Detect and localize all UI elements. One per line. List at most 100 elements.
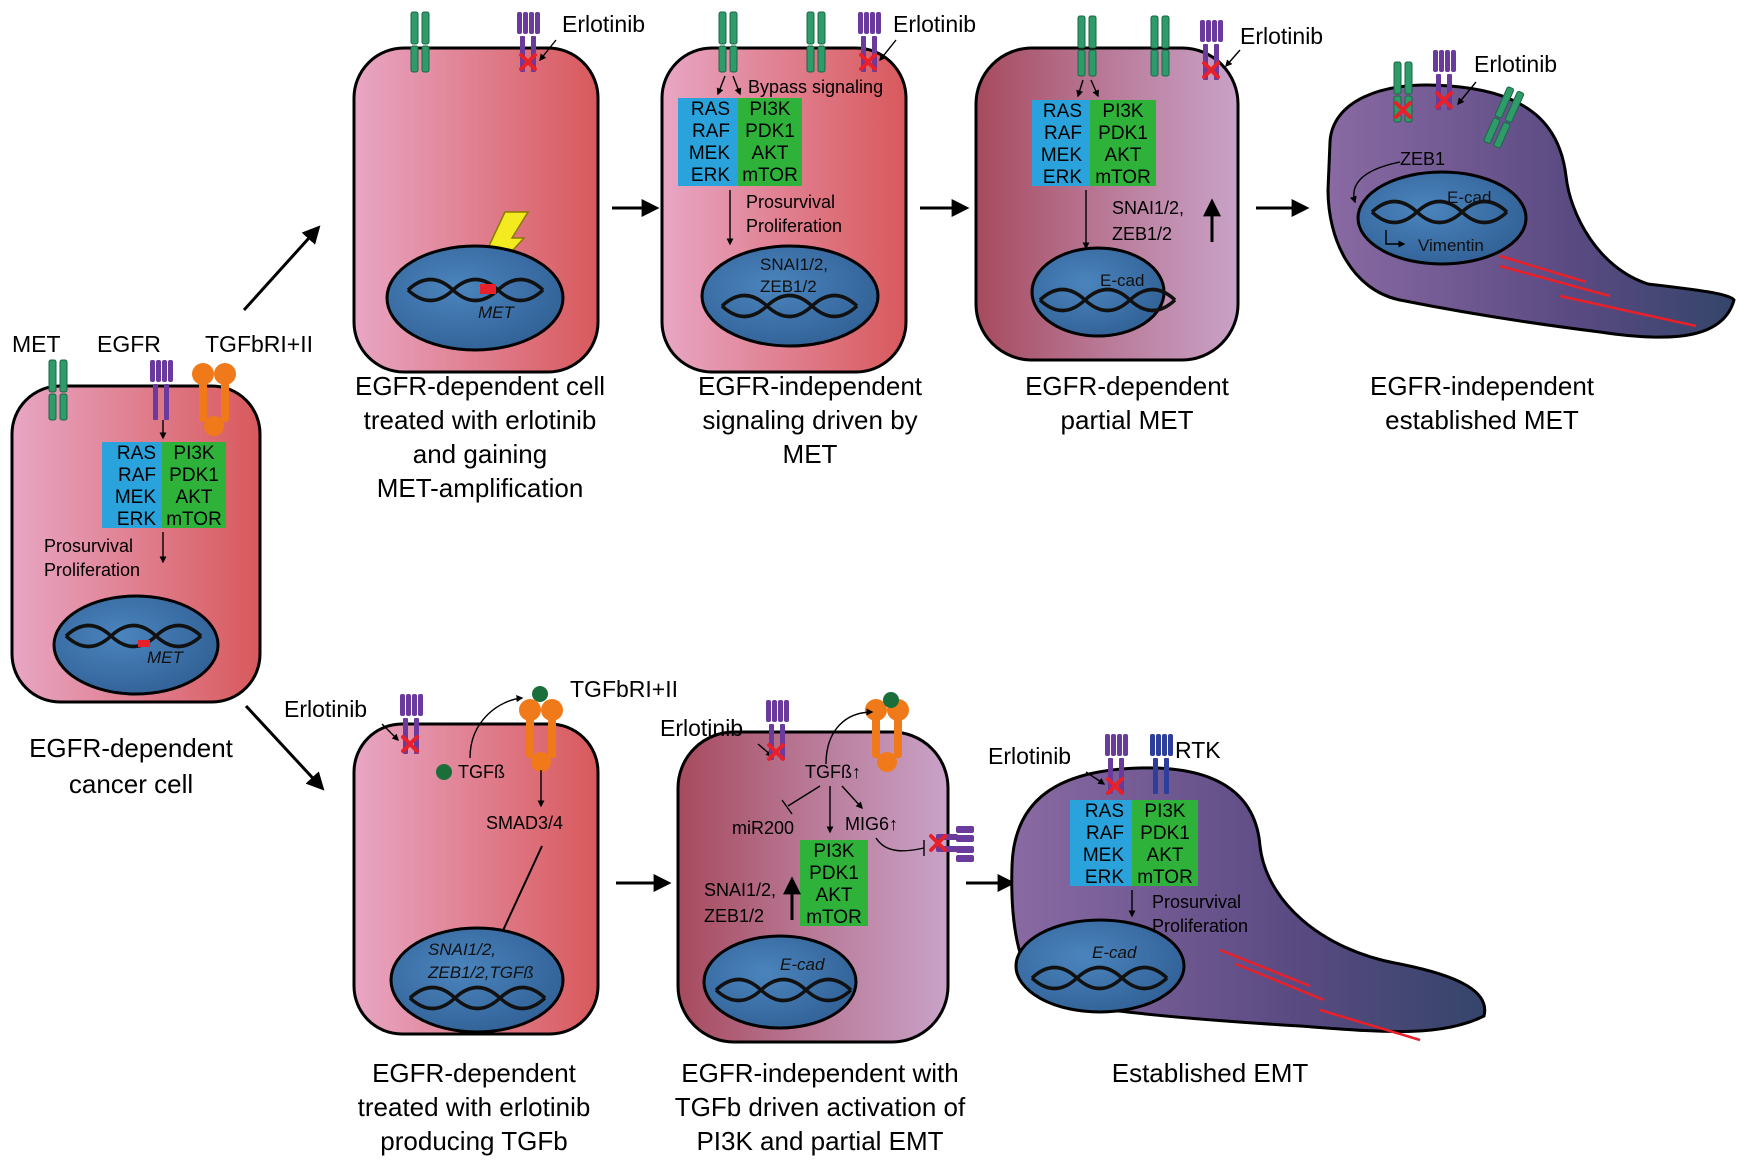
tgfb-ligand-icon bbox=[532, 686, 548, 702]
svg-text:mTOR: mTOR bbox=[1095, 167, 1151, 188]
svg-text:SNAI1/2,: SNAI1/2, bbox=[760, 255, 828, 274]
svg-text:RAS: RAS bbox=[1043, 101, 1082, 122]
svg-text:PI3K: PI3K bbox=[1102, 101, 1144, 122]
svg-text:ERK: ERK bbox=[1085, 867, 1124, 888]
svg-text:ERK: ERK bbox=[1043, 167, 1082, 188]
svg-text:Vimentin: Vimentin bbox=[1418, 236, 1484, 255]
svg-text:TGFb driven activation of: TGFb driven activation of bbox=[675, 1092, 966, 1122]
svg-text:Proliferation: Proliferation bbox=[44, 560, 140, 580]
nucleus: SNAI1/2, ZEB1/2 bbox=[700, 244, 880, 348]
svg-text:TGFß↑: TGFß↑ bbox=[805, 762, 861, 782]
tgfb-ligand-icon bbox=[883, 692, 899, 708]
svg-text:mTOR: mTOR bbox=[806, 907, 862, 928]
pi3k-stack: PI3K PDK1 AKT mTOR bbox=[1090, 100, 1156, 188]
svg-text:partial MET: partial MET bbox=[1061, 405, 1194, 435]
origin-cell: MET EGFR TGFbRI+II RAS RAF MEK ERK PI3K … bbox=[10, 331, 313, 799]
svg-text:PDK1: PDK1 bbox=[169, 465, 219, 486]
svg-text:MET-amplification: MET-amplification bbox=[377, 473, 584, 503]
ras-stack: RAS RAF MEK ERK bbox=[1070, 800, 1132, 888]
pi3k-stack: PI3K PDK1 AKT mTOR bbox=[738, 98, 802, 186]
svg-text:PI3K: PI3K bbox=[749, 99, 791, 120]
svg-text:E-cad: E-cad bbox=[1100, 271, 1144, 290]
svg-text:ZEB1/2: ZEB1/2 bbox=[760, 277, 817, 296]
pi3k-stack: PI3K PDK1 AKT mTOR bbox=[1132, 800, 1198, 888]
svg-text:RAS: RAS bbox=[1085, 801, 1124, 822]
svg-text:PI3K: PI3K bbox=[1144, 801, 1186, 822]
svg-text:PI3K and partial EMT: PI3K and partial EMT bbox=[696, 1126, 943, 1156]
svg-text:Proliferation: Proliferation bbox=[746, 216, 842, 236]
svg-text:SMAD3/4: SMAD3/4 bbox=[486, 813, 563, 833]
svg-text:EGFR-independent: EGFR-independent bbox=[698, 371, 923, 401]
svg-text:PDK1: PDK1 bbox=[745, 121, 795, 142]
nucleus: MET bbox=[52, 594, 220, 696]
svg-text:Proliferation: Proliferation bbox=[1152, 916, 1248, 936]
svg-text:E-cad: E-cad bbox=[780, 955, 825, 974]
svg-text:Bypass signaling: Bypass signaling bbox=[748, 77, 883, 97]
ras-stack: RAS RAF MEK ERK bbox=[678, 98, 738, 186]
svg-text:RAS: RAS bbox=[117, 443, 156, 464]
svg-text:MEK: MEK bbox=[1041, 145, 1083, 166]
top-cell-4: Erlotinib ZEB1 E-cad Vimentin EGFR-indep… bbox=[1326, 50, 1736, 435]
tgfb-ligand-icon bbox=[436, 764, 452, 780]
svg-text:Erlotinib: Erlotinib bbox=[893, 11, 976, 37]
svg-text:mTOR: mTOR bbox=[1137, 867, 1193, 888]
tgfbr-label: TGFbRI+II bbox=[205, 331, 313, 357]
nucleus: E-cad bbox=[1014, 918, 1186, 1014]
svg-text:MEK: MEK bbox=[115, 487, 157, 508]
svg-text:cancer cell: cancer cell bbox=[69, 769, 193, 799]
nucleus: E-cad bbox=[702, 934, 858, 1030]
svg-text:Prosurvival: Prosurvival bbox=[746, 192, 835, 212]
svg-text:established MET: established MET bbox=[1385, 405, 1579, 435]
nucleus: E-cad bbox=[1030, 246, 1177, 338]
svg-text:SNAI1/2,: SNAI1/2, bbox=[428, 940, 496, 959]
top-cell-3: Erlotinib RAS RAF MEK ERK PI3K PDK1 AKT … bbox=[974, 15, 1323, 435]
pi3k-stack: PI3K PDK1 AKT mTOR bbox=[162, 442, 226, 530]
external-egfr-icon bbox=[936, 826, 974, 862]
svg-text:Erlotinib: Erlotinib bbox=[1240, 23, 1323, 49]
bottom-cell-3: Erlotinib RTK RAS RAF MEK ERK PI3K PDK1 … bbox=[988, 734, 1487, 1088]
svg-text:Prosurvival: Prosurvival bbox=[44, 536, 133, 556]
svg-text:Erlotinib: Erlotinib bbox=[562, 11, 645, 37]
svg-text:PDK1: PDK1 bbox=[1098, 123, 1148, 144]
svg-text:PI3K: PI3K bbox=[813, 841, 855, 862]
svg-text:miR200: miR200 bbox=[732, 818, 794, 838]
ras-stack: RAS RAF MEK ERK bbox=[102, 442, 162, 530]
svg-text:signaling driven by: signaling driven by bbox=[702, 405, 917, 435]
arrow-to-bottom bbox=[244, 704, 325, 791]
svg-text:E-cad: E-cad bbox=[1447, 188, 1491, 207]
svg-text:AKT: AKT bbox=[752, 143, 789, 164]
svg-text:EGFR-independent: EGFR-independent bbox=[1370, 371, 1595, 401]
ras-stack: RAS RAF MEK ERK bbox=[1032, 100, 1090, 188]
svg-text:MET: MET bbox=[147, 648, 185, 667]
svg-text:ZEB1/2: ZEB1/2 bbox=[1112, 224, 1172, 244]
svg-text:EGFR-dependent: EGFR-dependent bbox=[1025, 371, 1230, 401]
svg-text:producing TGFb: producing TGFb bbox=[380, 1126, 567, 1156]
svg-text:AKT: AKT bbox=[176, 487, 213, 508]
svg-text:EGFR-dependent: EGFR-dependent bbox=[29, 733, 234, 763]
bottom-cell-2: Erlotinib TGFß↑ miR200 MIG6↑ PI3K PDK1 A… bbox=[660, 692, 974, 1156]
svg-text:TGFbRI+II: TGFbRI+II bbox=[570, 676, 678, 702]
svg-text:mTOR: mTOR bbox=[742, 165, 798, 186]
svg-text:RAF: RAF bbox=[1044, 123, 1082, 144]
svg-text:EGFR-independent with: EGFR-independent with bbox=[681, 1058, 958, 1088]
svg-text:RAS: RAS bbox=[691, 99, 730, 120]
svg-text:AKT: AKT bbox=[816, 885, 853, 906]
svg-text:SNAI1/2,: SNAI1/2, bbox=[704, 880, 776, 900]
svg-text:Erlotinib: Erlotinib bbox=[660, 715, 743, 741]
svg-text:ZEB1/2,TGFß: ZEB1/2,TGFß bbox=[427, 963, 534, 982]
svg-text:RAF: RAF bbox=[692, 121, 730, 142]
svg-text:Erlotinib: Erlotinib bbox=[284, 696, 367, 722]
svg-text:Prosurvival: Prosurvival bbox=[1152, 892, 1241, 912]
nucleus: E-cad Vimentin bbox=[1356, 170, 1528, 266]
svg-text:MIG6↑: MIG6↑ bbox=[845, 814, 898, 834]
svg-text:ZEB1/2: ZEB1/2 bbox=[704, 906, 764, 926]
svg-text:ERK: ERK bbox=[117, 509, 156, 530]
nucleus: SNAI1/2, ZEB1/2,TGFß bbox=[389, 926, 565, 1034]
svg-text:and gaining: and gaining bbox=[413, 439, 547, 469]
top-cell-1: Erlotinib MET EGFR-dependent cell treate… bbox=[352, 11, 645, 503]
svg-text:mTOR: mTOR bbox=[166, 509, 222, 530]
egfr-label: EGFR bbox=[97, 331, 161, 357]
svg-text:RAF: RAF bbox=[118, 465, 156, 486]
